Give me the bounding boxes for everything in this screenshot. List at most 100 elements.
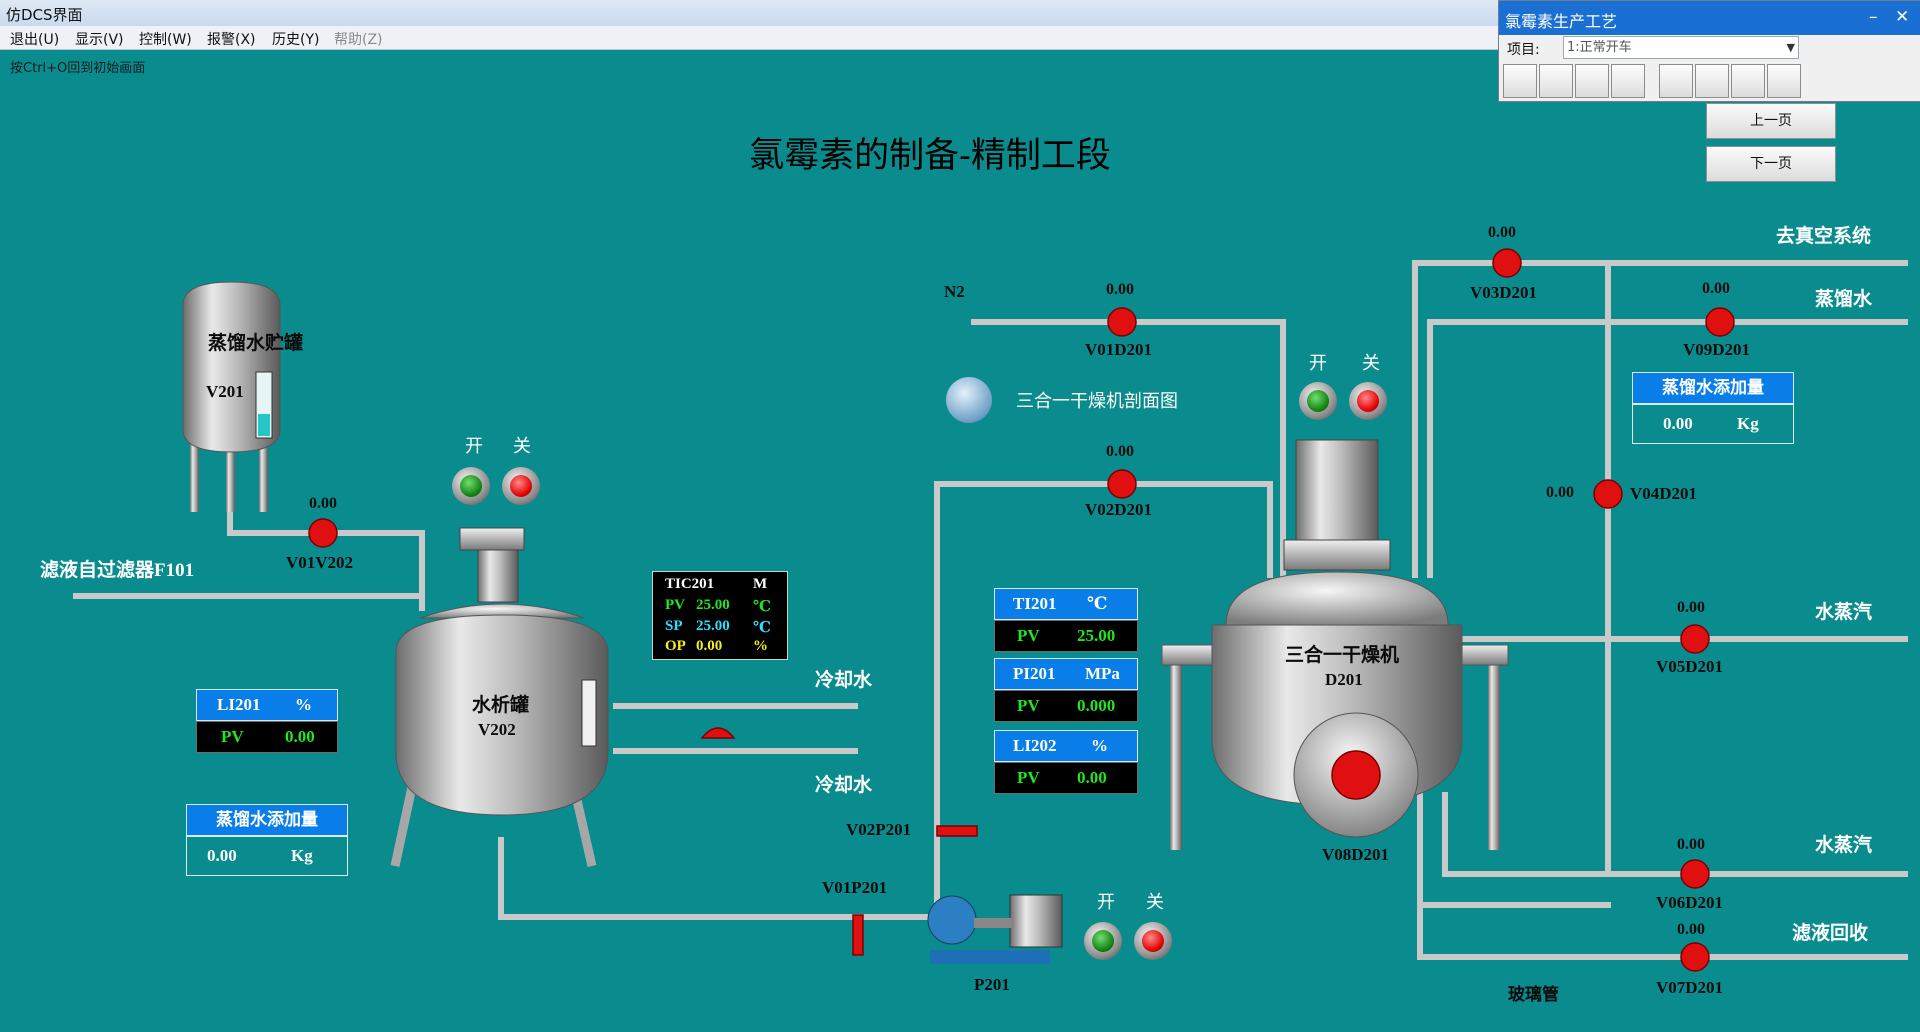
star-icon[interactable] <box>946 377 992 423</box>
menu-history[interactable]: 历史(Y) <box>272 32 320 48</box>
pi201-value: 0.000 <box>1077 696 1116 715</box>
project-select[interactable]: 1:正常开车 ▼ <box>1563 36 1799 59</box>
V04D201-tag[interactable]: V04D201 <box>1630 484 1698 503</box>
list-icon[interactable] <box>1659 64 1693 98</box>
lightning-icon[interactable] <box>1503 64 1537 98</box>
v202-stop-button[interactable] <box>502 467 540 505</box>
V01V202-value: 0.00 <box>309 495 337 512</box>
tic201-op-unit: % <box>753 638 768 654</box>
hint-text: 按Ctrl+O回到初始画面 <box>10 61 146 76</box>
V02D201-value: 0.00 <box>1106 443 1134 460</box>
v202-on-label: 开 <box>465 436 483 457</box>
p201-on-label: 开 <box>1097 892 1115 913</box>
menu-display[interactable]: 显示(V) <box>75 32 124 48</box>
d201-stop-button[interactable] <box>1349 382 1387 420</box>
stream-cw-in: 冷却水 <box>815 775 873 796</box>
valve-symbols <box>308 248 1735 972</box>
d201-section-link[interactable]: 三合一干燥机剖面图 <box>1016 391 1178 412</box>
play-icon[interactable] <box>1611 64 1645 98</box>
clock-icon[interactable] <box>1767 64 1801 98</box>
li202-tag: LI202 <box>1013 736 1057 755</box>
li201-value: 0.00 <box>285 727 315 746</box>
li202-value: 0.00 <box>1077 768 1107 787</box>
V03D201-tag[interactable]: V03D201 <box>1470 283 1538 302</box>
control-window-title: 氯霉素生产工艺 <box>1505 12 1618 31</box>
V01D201-tag[interactable]: V01D201 <box>1085 340 1153 359</box>
d201-on-label: 开 <box>1309 353 1327 374</box>
tic201-sp: 25.00 <box>696 618 730 634</box>
menu-alarm[interactable]: 报警(X) <box>207 32 256 48</box>
d201-off-label: 关 <box>1362 353 1380 374</box>
tic201-op-label: OP <box>665 638 686 654</box>
minimize-icon[interactable]: – <box>1869 7 1878 27</box>
V02P201-tag[interactable]: V02P201 <box>846 820 912 839</box>
li202-label: PV <box>1017 768 1040 787</box>
V09D201-tag[interactable]: V09D201 <box>1683 340 1751 359</box>
page-title: 氯霉素的制备-精制工段 <box>749 136 1111 176</box>
close-icon[interactable]: ✕ <box>1895 7 1910 27</box>
pause-icon[interactable] <box>1575 64 1609 98</box>
d201-start-button[interactable] <box>1299 382 1337 420</box>
next-page-button[interactable]: 下一页 <box>1706 146 1836 182</box>
menu-exit[interactable]: 退出(U) <box>10 32 60 48</box>
ti201-unit: ℃ <box>1087 594 1108 613</box>
tic201-pv: 25.00 <box>696 597 730 613</box>
tic201-faceplate[interactable]: TIC201 M PV 25.00 ℃ SP 25.00 ℃ OP 0.00 % <box>652 571 788 660</box>
v202-off-label: 关 <box>513 436 531 457</box>
V05D201-tag[interactable]: V05D201 <box>1656 657 1724 676</box>
p201-off-label: 关 <box>1146 892 1164 913</box>
p201-start-button[interactable] <box>1084 922 1122 960</box>
control-window: 氯霉素生产工艺 – ✕ 项目: 1:正常开车 ▼ <box>1498 0 1920 102</box>
sight-glass-label: 玻璃管 <box>1508 985 1559 1004</box>
water-add-right-title: 蒸馏水添加量 <box>1632 372 1794 404</box>
dryer-d201 <box>1161 439 1509 850</box>
tank-v202 <box>390 527 609 867</box>
stream-filtrate-in: 滤液自过滤器F101 <box>40 560 195 581</box>
V01D201-value: 0.00 <box>1106 281 1134 298</box>
pi201-unit: MPa <box>1085 664 1120 683</box>
water-add-left-unit: Kg <box>291 846 313 865</box>
li201-tag: LI201 <box>217 695 261 714</box>
tic201-pv-unit: ℃ <box>753 599 771 615</box>
record-icon[interactable] <box>1539 64 1573 98</box>
chevron-down-icon: ▼ <box>1786 41 1795 54</box>
p201-stop-button[interactable] <box>1134 922 1172 960</box>
menu-control[interactable]: 控制(W) <box>139 32 192 48</box>
p201-tag: P201 <box>974 975 1010 994</box>
camera-icon[interactable] <box>1731 64 1765 98</box>
pipes <box>73 260 1908 960</box>
stream-steam-in: 水蒸汽 <box>1815 835 1873 856</box>
project-select-value: 1:正常开车 <box>1567 40 1632 55</box>
v202-start-button[interactable] <box>452 467 490 505</box>
ti201-tag: TI201 <box>1013 594 1057 613</box>
v202-name: 水析罐 <box>472 695 530 716</box>
tic201-op: 0.00 <box>696 638 723 654</box>
trend-icon[interactable] <box>1695 64 1729 98</box>
water-add-left-title: 蒸馏水添加量 <box>186 804 348 836</box>
tic201-tag: TIC201 <box>665 576 715 592</box>
li201-label: PV <box>221 727 244 746</box>
V01P201-tag[interactable]: V01P201 <box>822 878 888 897</box>
prev-page-button[interactable]: 上一页 <box>1706 103 1836 139</box>
menu-help[interactable]: 帮助(Z) <box>334 32 383 48</box>
stream-distilled-water: 蒸馏水 <box>1815 289 1873 310</box>
tic201-mode: M <box>753 576 768 592</box>
water-add-right-unit: Kg <box>1737 414 1759 433</box>
pi201-tag: PI201 <box>1013 664 1056 683</box>
v201-name: 蒸馏水贮罐 <box>208 333 304 354</box>
V06D201-value: 0.00 <box>1677 836 1705 853</box>
V06D201-tag[interactable]: V06D201 <box>1656 893 1724 912</box>
V07D201-value: 0.00 <box>1677 921 1705 938</box>
V08D201-tag[interactable]: V08D201 <box>1322 845 1390 864</box>
V01V202-tag[interactable]: V01V202 <box>286 553 354 572</box>
tic201-sp-label: SP <box>665 618 683 634</box>
V07D201-tag[interactable]: V07D201 <box>1656 978 1724 997</box>
V02D201-tag[interactable]: V02D201 <box>1085 500 1153 519</box>
